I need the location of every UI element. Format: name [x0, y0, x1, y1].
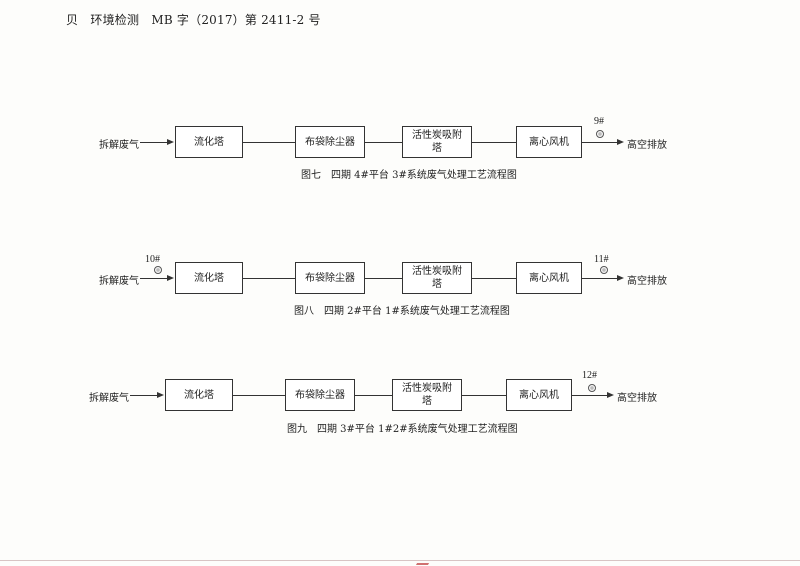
- sampling-point-icon: [600, 266, 608, 274]
- input-label: 拆解废气: [99, 140, 139, 151]
- outlet-sample-tag: 9#: [594, 116, 604, 127]
- flow-line: [582, 142, 618, 143]
- flow-line: [572, 395, 608, 396]
- process-box-bag-filter: 布袋除尘器: [285, 379, 355, 411]
- outlet-sample-tag: 12#: [582, 370, 597, 381]
- sampling-point-icon: [154, 266, 162, 274]
- process-box-centrifugal-fan: 离心风机: [516, 262, 582, 294]
- flow-line: [130, 395, 158, 396]
- arrow-icon: [607, 392, 614, 398]
- inlet-sample-tag: 10#: [145, 254, 160, 265]
- arrow-icon: [167, 275, 174, 281]
- arrow-icon: [167, 139, 174, 145]
- page-bottom-rule: [0, 560, 800, 561]
- process-box-centrifugal-fan: 离心风机: [516, 126, 582, 158]
- arrow-icon: [617, 139, 624, 145]
- figure-caption: 图七 四期 4#平台 3#系统废气处理工艺流程图: [301, 170, 517, 181]
- output-label: 高空排放: [617, 393, 657, 404]
- process-box-activated-carbon-tower: 活性炭吸附塔: [402, 126, 472, 158]
- flow-line: [365, 278, 402, 279]
- ink-mark: [415, 551, 437, 565]
- flow-line: [365, 142, 402, 143]
- flow-line: [140, 278, 168, 279]
- flow-line: [355, 395, 392, 396]
- process-box-activated-carbon-tower: 活性炭吸附塔: [392, 379, 462, 411]
- process-box-fluidization-tower: 流化塔: [165, 379, 233, 411]
- process-box-bag-filter: 布袋除尘器: [295, 126, 365, 158]
- process-box-fluidization-tower: 流化塔: [175, 126, 243, 158]
- sampling-point-icon: [596, 130, 604, 138]
- outlet-sample-tag: 11#: [594, 254, 609, 265]
- input-label: 拆解废气: [89, 393, 129, 404]
- process-box-activated-carbon-tower: 活性炭吸附塔: [402, 262, 472, 294]
- sampling-point-icon: [588, 384, 596, 392]
- arrow-icon: [617, 275, 624, 281]
- flow-line: [233, 395, 285, 396]
- output-label: 高空排放: [627, 276, 667, 287]
- output-label: 高空排放: [627, 140, 667, 151]
- flow-line: [472, 142, 516, 143]
- process-box-fluidization-tower: 流化塔: [175, 262, 243, 294]
- flow-line: [243, 142, 295, 143]
- process-box-bag-filter: 布袋除尘器: [295, 262, 365, 294]
- document-header: 贝 环境检测 MB 字（2017）第 2411-2 号: [66, 13, 321, 27]
- flow-line: [582, 278, 618, 279]
- flow-line: [472, 278, 516, 279]
- process-box-centrifugal-fan: 离心风机: [506, 379, 572, 411]
- input-label: 拆解废气: [99, 276, 139, 287]
- flow-line: [243, 278, 295, 279]
- flow-line: [462, 395, 506, 396]
- flow-line: [140, 142, 168, 143]
- figure-caption: 图八 四期 2#平台 1#系统废气处理工艺流程图: [294, 306, 510, 317]
- figure-caption: 图九 四期 3#平台 1#2#系统废气处理工艺流程图: [287, 424, 518, 435]
- arrow-icon: [157, 392, 164, 398]
